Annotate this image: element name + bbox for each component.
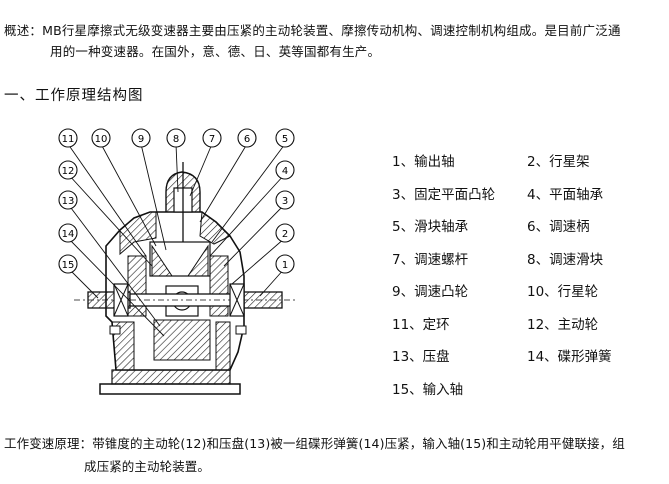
part-item: 10、行星轮 [527, 284, 599, 301]
callout-label-14: 14 [62, 229, 75, 240]
callout-1: 1 [275, 254, 295, 274]
parts-row: 13、压盘 14、碟形弹簧 [392, 339, 662, 372]
structure-diagram-svg: 11 10 9 8 7 6 5 4 3 2 1 12 13 14 15 [58, 128, 298, 395]
callout-label-2: 2 [282, 229, 288, 240]
gearbox-drawing [74, 162, 298, 395]
parts-row: 5、滑块轴承 6、调速柄 [392, 209, 662, 242]
callout-label-3: 3 [282, 196, 288, 207]
callout-6: 6 [237, 128, 257, 148]
callout-10: 10 [91, 128, 111, 148]
parts-row: 11、定环 12、主动轮 [392, 307, 662, 340]
callout-14: 14 [58, 223, 78, 243]
callout-4: 4 [275, 160, 295, 180]
callout-label-5: 5 [282, 134, 288, 145]
part-item: 3、固定平面凸轮 [392, 186, 496, 203]
part-item: 4、平面轴承 [527, 186, 604, 203]
callout-label-4: 4 [282, 166, 288, 177]
intro-paragraph: 概述：MB行星摩擦式无级变速器主要由压紧的主动轮装置、摩擦传动机构、调速控制机构… [4, 20, 664, 62]
parts-row: 15、输入轴 [392, 372, 662, 405]
callout-label-6: 6 [244, 134, 250, 145]
principle-line-1: 工作变速原理：带锥度的主动轮(12)和压盘(13)被一组碟形弹簧(14)压紧，输… [4, 436, 625, 451]
intro-line-2: 用的一种变速器。在国外，意、德、日、英等国都有生产。 [50, 44, 381, 59]
callout-leader-lines [67, 143, 286, 337]
parts-row: 1、输出轴 2、行星架 [392, 144, 662, 177]
parts-row: 7、调速螺杆 8、调速滑块 [392, 242, 662, 275]
part-item: 12、主动轮 [527, 316, 599, 333]
part-item: 7、调速螺杆 [392, 251, 469, 268]
callout-2: 2 [275, 223, 295, 243]
callout-11: 11 [58, 128, 78, 148]
callout-label-8: 8 [173, 134, 179, 145]
part-item: 1、输出轴 [392, 154, 455, 171]
intro-line-1: 概述：MB行星摩擦式无级变速器主要由压紧的主动轮装置、摩擦传动机构、调速控制机构… [4, 23, 621, 38]
working-principle-paragraph: 工作变速原理：带锥度的主动轮(12)和压盘(13)被一组碟形弹簧(14)压紧，输… [4, 432, 666, 478]
parts-legend: 1、输出轴 2、行星架 3、固定平面凸轮 4、平面轴承 5、滑块轴承 6、调速柄… [392, 144, 662, 404]
part-item: 14、碟形弹簧 [527, 349, 612, 366]
callout-15: 15 [58, 254, 78, 274]
callout-label-9: 9 [138, 134, 144, 145]
callout-7: 7 [202, 128, 222, 148]
callout-12: 12 [58, 160, 78, 180]
part-item: 5、滑块轴承 [392, 219, 469, 236]
callout-label-10: 10 [95, 134, 108, 145]
callout-label-13: 13 [62, 196, 75, 207]
part-item: 13、压盘 [392, 349, 450, 366]
callout-circles: 11 10 9 8 7 6 5 4 3 2 1 12 13 14 15 [58, 128, 295, 274]
callout-9: 9 [131, 128, 151, 148]
callout-label-12: 12 [62, 166, 75, 177]
callout-3: 3 [275, 190, 295, 210]
part-item: 8、调速滑块 [527, 251, 604, 268]
callout-13: 13 [58, 190, 78, 210]
parts-row: 3、固定平面凸轮 4、平面轴承 [392, 177, 662, 210]
part-item: 6、调速柄 [527, 219, 590, 236]
callout-5: 5 [275, 128, 295, 148]
callout-label-15: 15 [62, 260, 75, 271]
part-item: 11、定环 [392, 316, 450, 333]
part-item: 15、输入轴 [392, 381, 464, 398]
structure-diagram: 11 10 9 8 7 6 5 4 3 2 1 12 13 14 15 [54, 126, 314, 412]
part-item: 2、行星架 [527, 154, 590, 171]
callout-label-11: 11 [62, 134, 75, 145]
callout-label-7: 7 [209, 134, 215, 145]
principle-line-2: 成压紧的主动轮装置。 [84, 459, 211, 474]
parts-row: 9、调速凸轮 10、行星轮 [392, 274, 662, 307]
part-item: 9、调速凸轮 [392, 284, 469, 301]
callout-8: 8 [166, 128, 186, 148]
callout-label-1: 1 [282, 260, 288, 271]
section-title: 一、工作原理结构图 [4, 88, 144, 104]
